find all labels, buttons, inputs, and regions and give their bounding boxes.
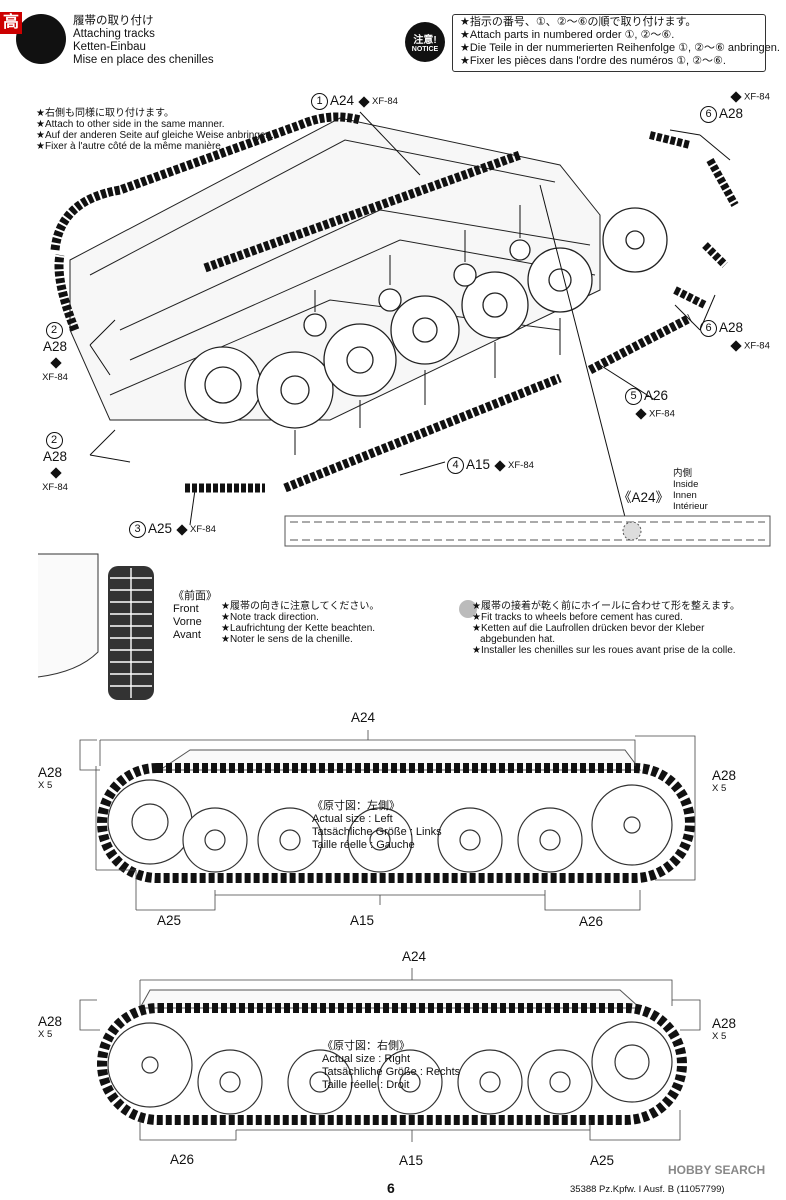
product-code: 35388 Pz.Kpfw. I Ausf. B (11057799) (570, 1184, 725, 1195)
paint-drop-icon (50, 357, 62, 369)
callout-2a-a28: 2 A28 XF-84 (42, 322, 68, 383)
left-view-a28-left: A28 X 5 (38, 765, 63, 791)
paint-drop-icon (358, 95, 370, 108)
a24-strip-label: 《A24》 (618, 490, 670, 505)
notice-box (452, 14, 766, 72)
right-view-a15-label: A15 (399, 1153, 424, 1168)
right-side-view-drawing (79, 968, 701, 1142)
left-view-a24-label: A24 (351, 710, 376, 725)
corner-logo: 高 (0, 12, 22, 34)
step-title: 履帯の取り付け Attaching tracks Ketten-Einbau M… (73, 15, 214, 66)
rear-track-links (649, 131, 739, 309)
lower-track-run (185, 314, 693, 493)
paint-drop-icon (494, 459, 506, 472)
front-track-detail (37, 553, 154, 700)
notice-badge: 注意! NOTICE (405, 22, 445, 62)
right-view-a26-label: A26 (170, 1152, 195, 1167)
paint-drop-icon (635, 408, 647, 420)
right-view-a28-left: A28 X 5 (38, 1014, 63, 1040)
front-label: 《前面》 Front Vorne Avant (173, 590, 217, 641)
cement-note: ★履帯の接着が乾く前にホイールに合わせて形を整えます。 ★Fit tracks … (472, 601, 740, 656)
callout-2b-a28: 2 A28 XF-84 (42, 432, 68, 493)
paint-drop-icon (730, 91, 742, 103)
assembly-arrows (89, 111, 731, 526)
track-direction-note: ★履帯の向きに注意してください。 ★Note track direction. … (221, 601, 380, 645)
paint-drop-icon (50, 467, 62, 479)
left-side-view-drawing (79, 730, 696, 911)
paint-drop-icon (730, 340, 742, 352)
a24-track-strip (284, 515, 771, 547)
watermark: HOBBY SEARCH (668, 1163, 766, 1177)
page-number: 6 (387, 1180, 395, 1196)
left-view-caption: 《原寸図：左側》 Actual size : Left Tatsächliche… (312, 800, 442, 851)
left-view-a25-label: A25 (157, 913, 182, 928)
right-view-a28-right: A28 X 5 (712, 1016, 737, 1042)
gear-icon (459, 600, 477, 618)
right-view-caption: 《原寸図：右側》 Actual size : Right Tatsächlich… (322, 1040, 461, 1091)
inside-label: 内側 Inside Innen Intérieur (673, 468, 708, 512)
left-view-a28-right: A28 X 5 (712, 768, 737, 794)
step-number-badge (16, 14, 66, 64)
left-view-a26-label: A26 (579, 914, 604, 929)
road-wheels (184, 207, 668, 429)
upper-track-run (50, 112, 522, 332)
hull-exploded-drawing (50, 111, 771, 547)
right-view-a24-label: A24 (402, 949, 427, 964)
other-side-note: ★右側も同様に取り付けます。 ★Attach to other side in … (36, 108, 274, 152)
right-view-a25-label: A25 (590, 1153, 615, 1168)
notice-text: ★指示の番号、①、②～⑥の順で取り付けます。 ★Attach parts in … (460, 16, 780, 67)
left-view-a15-label: A15 (350, 913, 375, 928)
paint-drop-icon (176, 523, 188, 536)
